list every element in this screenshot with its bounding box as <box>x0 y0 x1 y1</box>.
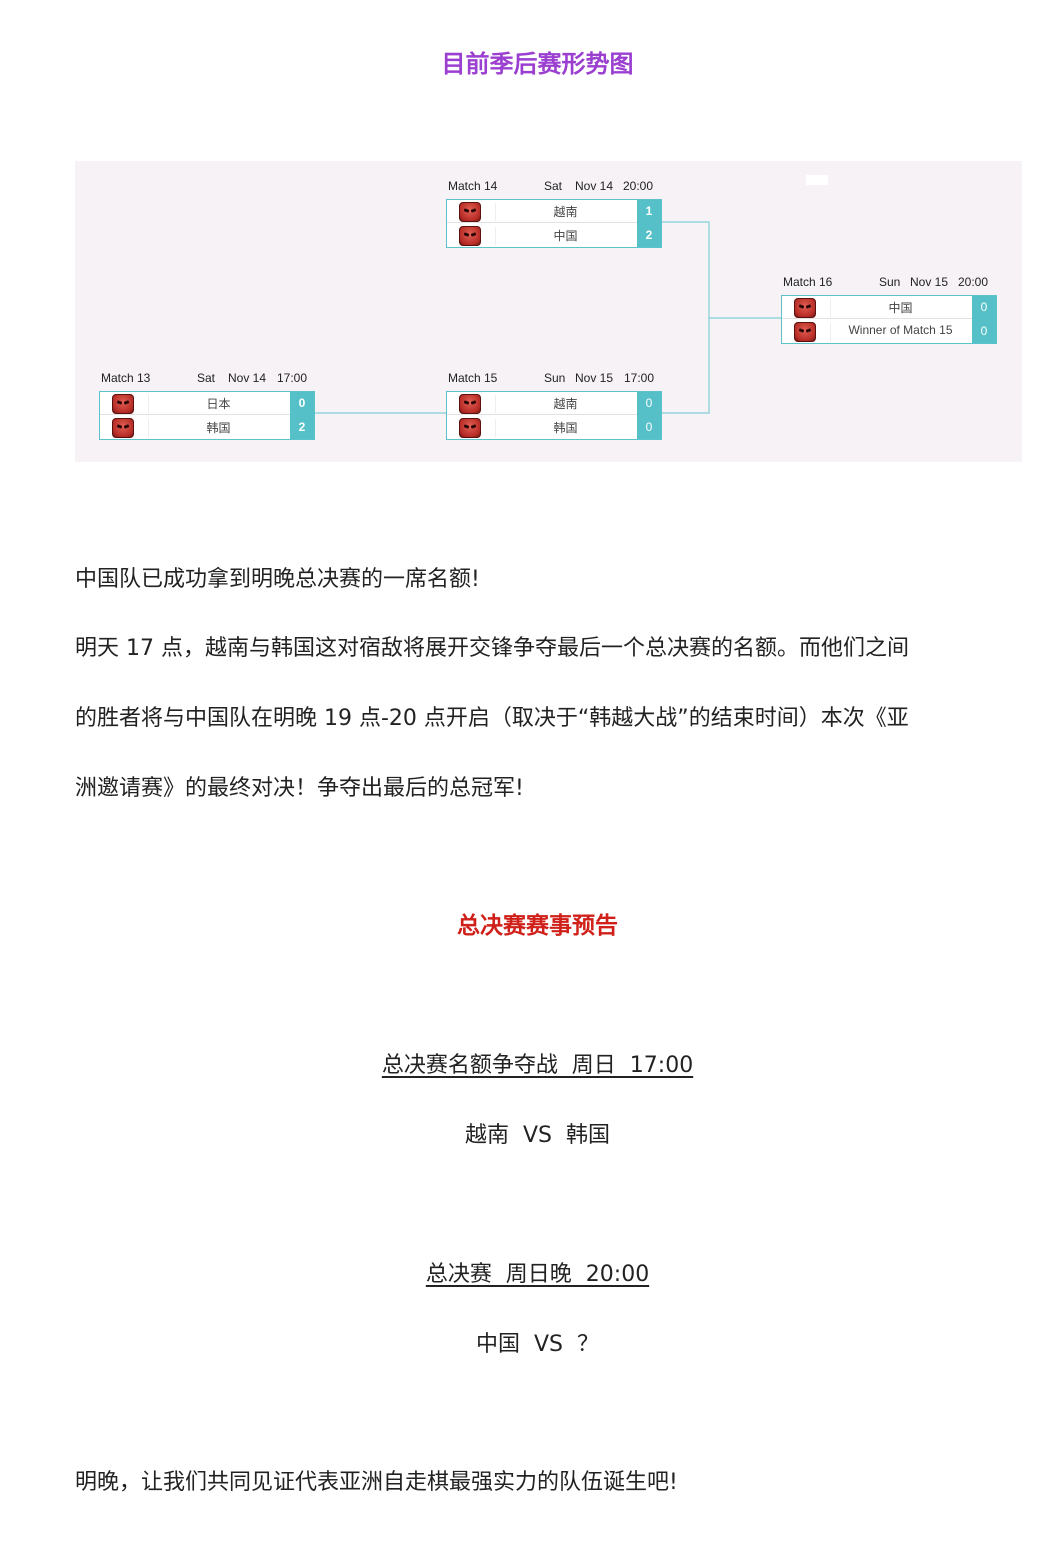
team-row[interactable]: 中国 0 <box>782 296 996 320</box>
team-name: 越南 <box>495 203 635 221</box>
team-row[interactable]: 中国 2 <box>447 224 661 247</box>
team-logo-icon <box>794 298 816 318</box>
event2-title: 总决赛 周日晚 20:00 <box>0 1256 1063 1288</box>
match-label: Match 13 <box>101 371 151 385</box>
match-box: 越南 0 韩国 0 <box>446 391 662 440</box>
connector-m15-m16 <box>662 318 710 414</box>
team-name: 中国 <box>830 299 970 317</box>
page-title: 目前季后赛形势图 <box>441 50 634 78</box>
playoff-bracket: Match 13 Sat Nov 14 17:00 日本 0 韩国 2 Matc… <box>75 161 1022 462</box>
closing-text: 明晚，让我们共同见证代表亚洲自走棋最强实力的队伍诞生吧! <box>75 1470 678 1495</box>
team-logo-icon <box>459 226 481 246</box>
team-score: 0 <box>637 416 661 439</box>
team-row[interactable]: 越南 0 <box>447 392 661 416</box>
team-score: 0 <box>972 320 996 343</box>
match-time: 17:00 <box>624 371 655 385</box>
event1-title: 总决赛名额争夺战 周日 17:00 <box>0 1047 1063 1079</box>
team-row[interactable]: 越南 1 <box>447 200 661 224</box>
match-label: Match 16 <box>783 275 833 289</box>
team-row[interactable]: 韩国 2 <box>100 416 314 439</box>
team-logo-icon <box>459 202 481 222</box>
match-date: Nov 14 <box>228 371 267 385</box>
match-time: 17:00 <box>277 371 308 385</box>
team-score: 2 <box>637 224 661 247</box>
event1-title-text: 总决赛名额争夺战 周日 17:00 <box>381 1053 694 1078</box>
team-logo-icon <box>112 418 134 438</box>
team-row[interactable]: 韩国 0 <box>447 416 661 439</box>
event2-matchup: 中国 VS ？ <box>476 1332 599 1357</box>
blank-box <box>806 175 828 185</box>
team-logo-icon <box>794 322 816 342</box>
team-name: 日本 <box>148 395 288 413</box>
match-time: 20:00 <box>623 179 654 193</box>
paragraph-qualified: 中国队已成功拿到明晚总决赛的一席名额! <box>75 567 480 592</box>
match-box: 中国 0 Winner of Match 15 0 <box>781 295 997 344</box>
connector-m14-m16 <box>662 221 781 319</box>
paragraph-line: 洲邀请赛》的最终对决！争夺出最后的总冠军! <box>75 776 524 801</box>
match-day: Sat <box>197 371 216 385</box>
team-logo-icon <box>112 394 134 414</box>
team-score: 2 <box>290 416 314 439</box>
match-box: 越南 1 中国 2 <box>446 199 662 248</box>
event2-title-text: 总决赛 周日晚 20:00 <box>425 1262 650 1287</box>
team-logo-icon <box>459 394 481 414</box>
match-date: Nov 15 <box>575 371 614 385</box>
team-row[interactable]: Winner of Match 15 0 <box>782 320 996 343</box>
team-score: 0 <box>637 392 661 416</box>
match-day: Sun <box>879 275 901 289</box>
team-logo-icon <box>459 418 481 438</box>
team-row[interactable]: 日本 0 <box>100 392 314 416</box>
bracket-connector-lines <box>315 221 781 414</box>
team-name: Winner of Match 15 <box>830 323 970 341</box>
team-score: 1 <box>637 200 661 224</box>
match-day: Sun <box>544 371 566 385</box>
team-name: 韩国 <box>495 419 635 437</box>
match-day: Sat <box>544 179 563 193</box>
match-label: Match 14 <box>448 179 498 193</box>
match-box: 日本 0 韩国 2 <box>99 391 315 440</box>
paragraph-line: 的胜者将与中国队在明晚 19 点-20 点开启（取决于“韩越大战”的结束时间）本… <box>75 706 909 731</box>
team-name: 韩国 <box>148 419 288 437</box>
event1-matchup: 越南 VS 韩国 <box>465 1123 610 1148</box>
match-date: Nov 15 <box>910 275 949 289</box>
team-score: 0 <box>972 296 996 320</box>
match-label: Match 15 <box>448 371 498 385</box>
team-score: 0 <box>290 392 314 416</box>
match-time: 20:00 <box>958 275 989 289</box>
match-date: Nov 14 <box>575 179 614 193</box>
team-name: 中国 <box>495 227 635 245</box>
paragraph-line: 明天 17 点，越南与韩国这对宿敌将展开交锋争夺最后一个总决赛的名额。而他们之间 <box>75 636 909 661</box>
preview-title: 总决赛赛事预告 <box>457 913 618 939</box>
team-name: 越南 <box>495 395 635 413</box>
